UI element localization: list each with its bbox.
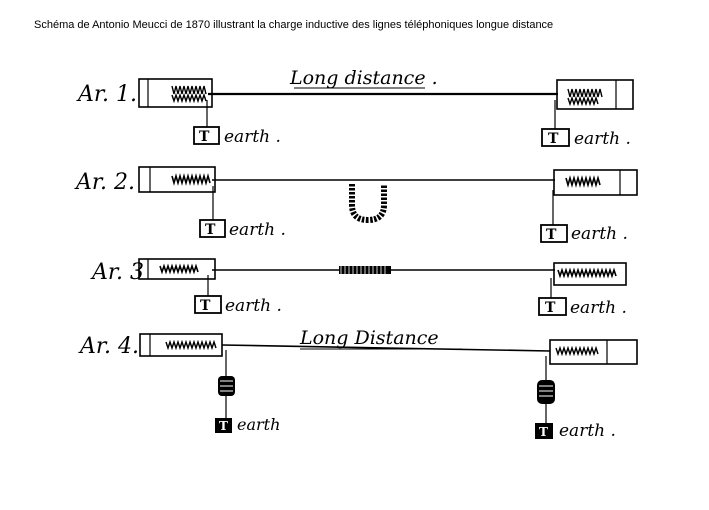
figure-4-right-ground-coil	[537, 380, 555, 404]
figure-3-right-earth-label: earth .	[570, 298, 627, 318]
figure-4-left-earth-terminal	[215, 418, 232, 433]
figure-2-right-coil	[565, 175, 601, 188]
figure-1-left-earth-terminal	[193, 126, 220, 145]
figure-1-right-apparatus	[556, 79, 634, 110]
figure-3-left-earth-label: earth .	[225, 296, 282, 316]
figure-2-label: Ar. 2.	[74, 170, 135, 195]
figure-2-left-earth-terminal	[199, 219, 226, 238]
figure-3-label: Ar. 3	[90, 260, 144, 285]
figure-4: Ar. 4. Long Distance T earth T earth .	[78, 327, 638, 441]
figure-1-right-terminal-letter: T	[548, 131, 559, 147]
figure-2-left-earth-label: earth .	[229, 220, 286, 240]
figure-2: Ar. 2. T earth . T earth .	[74, 166, 638, 244]
figure-caption: Schéma de Antonio Meucci de 1870 illustr…	[34, 19, 554, 31]
figure-1: Ar. 1. Long distance . T earth . T earth…	[76, 67, 634, 149]
figure-1-line-label: Long distance .	[289, 67, 438, 89]
figure-3-left-earth-terminal	[194, 295, 222, 314]
figure-1-label: Ar. 1.	[76, 82, 137, 107]
figure-2-right-earth-label: earth .	[571, 224, 628, 244]
figure-2-right-earth-terminal	[540, 224, 568, 243]
figure-3-left-terminal-letter: T	[200, 298, 211, 314]
figure-2-right-apparatus	[553, 169, 638, 196]
figure-3: Ar. 3 T earth . T earth .	[90, 258, 627, 318]
figure-4-left-terminal-letter: T	[219, 419, 228, 433]
figure-4-right-apparatus	[549, 339, 638, 365]
figure-2-right-terminal-letter: T	[546, 227, 557, 243]
figure-4-right-earth-label: earth .	[559, 421, 616, 441]
figure-1-right-coil	[567, 88, 603, 107]
figure-4-long-line	[221, 344, 551, 352]
figure-1-left-coil	[171, 85, 207, 104]
figure-4-line-label: Long Distance	[299, 327, 439, 349]
figure-2-loading-coil	[349, 184, 387, 224]
figure-4-right-earth-terminal	[535, 423, 553, 439]
figure-2-left-coil	[171, 173, 211, 186]
figure-3-right-coil	[557, 267, 617, 279]
figure-4-left-earth-label: earth	[237, 415, 280, 434]
figure-1-left-earth-label: earth .	[224, 127, 281, 147]
figure-4-right-coil	[555, 345, 599, 357]
figure-4-label: Ar. 4.	[78, 334, 139, 359]
figure-3-right-earth-terminal	[538, 297, 567, 316]
figure-3-right-apparatus	[553, 262, 627, 286]
figure-3-left-apparatus	[138, 258, 216, 280]
figure-3-line-coil-windings	[340, 266, 386, 274]
figure-4-left-ground-coil-windings	[220, 380, 233, 392]
figure-1-right-earth-label: earth .	[574, 129, 631, 149]
figure-1-left-terminal-letter: T	[199, 129, 210, 145]
figure-2-left-terminal-letter: T	[205, 222, 216, 238]
figure-1-right-earth-terminal	[541, 128, 570, 147]
figure-4-right-terminal-letter: T	[539, 425, 548, 439]
figure-3-left-coil	[159, 263, 199, 275]
figure-4-left-coil	[165, 339, 217, 351]
figure-3-right-terminal-letter: T	[545, 300, 556, 316]
figure-4-right-ground-coil-windings	[539, 385, 553, 397]
